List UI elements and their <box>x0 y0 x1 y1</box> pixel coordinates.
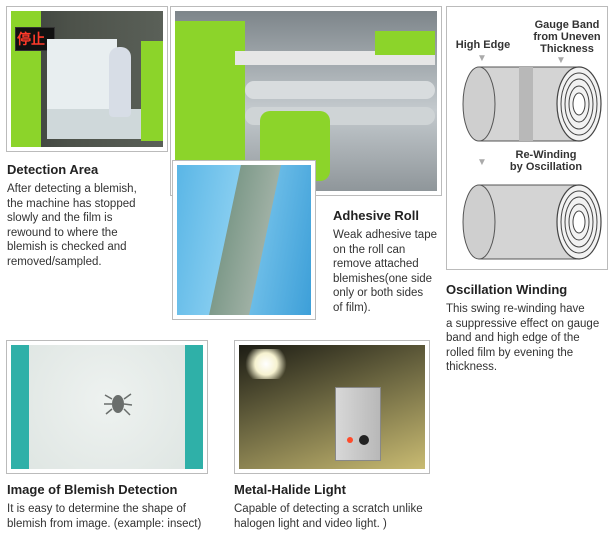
rewinding-label: Re-Winding by Oscillation <box>509 149 583 173</box>
stop-sign: 停止 <box>17 31 45 47</box>
oscillation-diagram: High Edge ▼ Gauge Band from Uneven Thick… <box>446 6 608 270</box>
oscillation-title: Oscillation Winding <box>446 282 568 297</box>
gauge-band-label: Gauge Band from Uneven Thickness <box>533 19 601 55</box>
rewinding-arrow: ▼ <box>477 157 487 168</box>
blemish-detection-desc: It is easy to determine the shape of ble… <box>7 503 202 530</box>
uneven-roll-drawing <box>462 66 602 142</box>
detection-area-title: Detection Area <box>7 162 99 177</box>
gauge-band-arrow: ▼ <box>556 55 566 66</box>
oscillation-desc: This swing re-winding have a suppressive… <box>446 303 600 373</box>
metal-halide-title: Metal-Halide Light <box>234 482 346 497</box>
adhesive-roll-title: Adhesive Roll <box>333 208 419 223</box>
insect-blemish <box>104 393 133 416</box>
adhesive-roll-photo <box>172 160 316 320</box>
metal-halide-light-photo <box>234 340 430 474</box>
detection-area-photo: 停止 <box>6 6 168 152</box>
even-roll-drawing <box>462 184 602 260</box>
metal-halide-desc: Capable of detecting a scratch unlike ha… <box>234 503 423 530</box>
high-edge-label: High Edge <box>455 39 511 51</box>
high-edge-arrow: ▼ <box>477 53 487 64</box>
detection-area-desc: After detecting a blemish, the machine h… <box>7 183 137 268</box>
blemish-image-photo <box>6 340 208 474</box>
adhesive-roll-desc: Weak adhesive tape on the roll can remov… <box>333 229 437 314</box>
blemish-detection-title: Image of Blemish Detection <box>7 482 178 497</box>
